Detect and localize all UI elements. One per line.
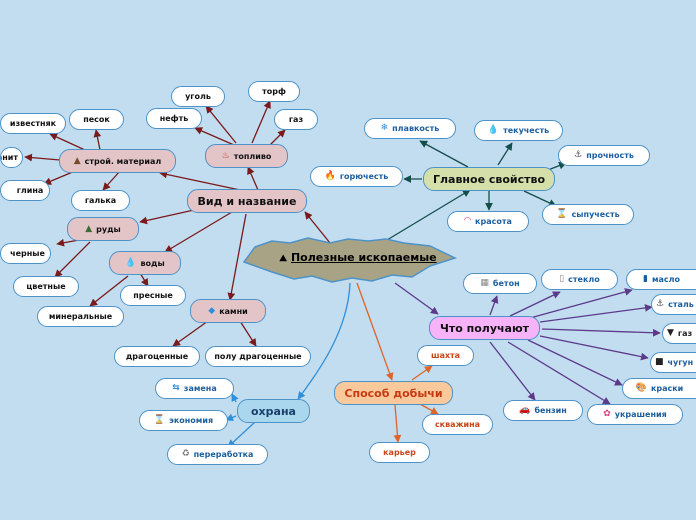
svoistvo-item-krasota[interactable]: ◠красота (447, 211, 529, 232)
glass-icon: ▯ (559, 274, 565, 284)
vody-node[interactable]: 💧воды (109, 251, 181, 275)
palette-icon: 🎨 (635, 383, 647, 393)
car-icon: 🚗 (519, 405, 531, 415)
rudy-item-chernye[interactable]: черные (0, 243, 51, 264)
mountain-icon: ⛰ (279, 254, 287, 264)
toplivo-node[interactable]: ♨топливо (205, 144, 288, 168)
kamni-item-poludragotsennye[interactable]: полу драгоценные (205, 346, 311, 367)
ohrana-node[interactable]: охрана (237, 399, 310, 423)
vody-item-presnye[interactable]: пресные (120, 285, 186, 306)
rudy-item-tsvetnye[interactable]: цветные (13, 276, 79, 297)
rudy-node[interactable]: ▲руды (67, 217, 139, 241)
anchor-icon: ⚓ (656, 299, 665, 309)
gas-icon: ▼ (667, 328, 674, 338)
water-drop-icon: 💧 (125, 257, 137, 268)
dobycha-item-shakhta[interactable]: шахта (417, 345, 474, 366)
toplivo-item-neft[interactable]: нефть (146, 108, 202, 129)
ore-icon: ▲ (85, 223, 93, 234)
dobycha-node[interactable]: Способ добычи (334, 381, 453, 405)
poluchayut-item-chugun[interactable]: ■чугун (650, 352, 696, 373)
iron-icon: ■ (655, 357, 664, 367)
stroy-material-node[interactable]: ▲строй. материал (59, 149, 176, 173)
rainbow-icon: ◠ (464, 216, 472, 226)
vid-node[interactable]: Вид и название (187, 189, 307, 213)
heat-icon: ♨ (221, 150, 230, 161)
drop-icon: 💧 (487, 125, 500, 135)
anchor-icon: ⚓ (574, 150, 583, 160)
stroy-item-izvestnyak[interactable]: известняк (0, 113, 66, 134)
poluchayut-item-benzin[interactable]: 🚗бензин (503, 400, 583, 421)
kamni-item-dragotsennye[interactable]: драгоценные (114, 346, 200, 367)
gem-icon: ◆ (208, 305, 216, 316)
oil-can-icon: ▮ (643, 274, 648, 284)
arrows-icon: ⇆ (172, 383, 180, 393)
poluchayut-item-gaz[interactable]: ▼газ (662, 323, 696, 344)
svoistvo-item-sypuchest[interactable]: ⌛сыпучесть (542, 204, 634, 225)
hourglass-icon: ⌛ (153, 415, 166, 425)
poluchayut-item-ukrasheniya[interactable]: ✿украшения (587, 404, 683, 425)
central-node[interactable]: ⛰Полезные ископаемые (279, 251, 437, 264)
recycle-icon: ♻ (181, 449, 190, 459)
toplivo-item-gaz[interactable]: газ (274, 109, 318, 130)
ohrana-item-zamena[interactable]: ⇆замена (155, 378, 234, 399)
poluchayut-item-kraski[interactable]: 🎨краски (622, 378, 696, 399)
poluchayut-item-beton[interactable]: ▦бетон (463, 273, 537, 294)
hourglass-icon: ⌛ (556, 209, 568, 219)
fire-icon: 🔥 (324, 171, 336, 181)
svoistvo-item-tekuchest[interactable]: 💧текучесть (474, 120, 563, 141)
stroy-item-granit[interactable]: гранит (0, 147, 23, 168)
stroy-item-pesok[interactable]: песок (69, 109, 124, 130)
toplivo-item-torf[interactable]: торф (248, 81, 300, 102)
stroy-item-glina[interactable]: глина (0, 180, 50, 201)
poluchayut-item-stal[interactable]: ⚓сталь (651, 294, 696, 315)
poluchayut-item-steklo[interactable]: ▯стекло (541, 269, 618, 290)
ohrana-item-ekonomiya[interactable]: ⌛экономия (139, 410, 228, 431)
toplivo-item-ugol[interactable]: уголь (171, 86, 225, 107)
stroy-item-galka[interactable]: галька (71, 190, 130, 211)
rock-pile-icon: ▲ (73, 155, 81, 166)
central-star-shape (242, 237, 458, 283)
poluchayut-item-maslo[interactable]: ▮масло (626, 269, 696, 290)
svoistvo-item-prochnost[interactable]: ⚓прочность (558, 145, 650, 166)
melt-icon: ❄ (380, 123, 389, 133)
flower-icon: ✿ (603, 409, 611, 419)
kamni-node[interactable]: ◆камни (190, 299, 266, 323)
dobycha-item-skvazhina[interactable]: скважина (422, 414, 493, 435)
svoistvo-node[interactable]: Главное свойство (423, 167, 555, 191)
poluchayut-node[interactable]: Что получают (429, 316, 540, 340)
svoistvo-item-plavkost[interactable]: ❄плавкость (364, 118, 456, 139)
ohrana-item-pererabotka[interactable]: ♻переработка (167, 444, 268, 465)
dobycha-item-karer[interactable]: карьер (369, 442, 430, 463)
vody-item-mineralnye[interactable]: минеральные (37, 306, 124, 327)
block-icon: ▦ (480, 278, 489, 288)
svoistvo-item-goryuchest[interactable]: 🔥горючесть (310, 166, 403, 187)
